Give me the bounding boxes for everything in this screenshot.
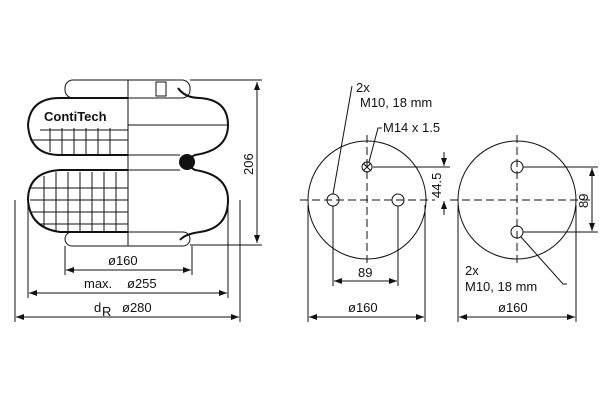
dr-label: d: [94, 300, 101, 315]
bellow-ribs: [30, 128, 128, 232]
max-diameter-dimension: ø255: [127, 276, 157, 291]
bolt-quantity: 2x: [356, 80, 370, 95]
diameter-dimension: ø160: [498, 300, 528, 315]
diameter-dimension: ø160: [348, 300, 378, 315]
upper-bellow-left: [26, 97, 128, 156]
bolt-spec: M10, 18 mm: [465, 279, 537, 294]
plate-diameter-dimension: ø160: [108, 253, 138, 268]
offset-dimension: 44.5: [429, 173, 444, 198]
spacing-dimension: 89: [358, 265, 372, 280]
dr-diameter-dimension: ø280: [122, 300, 152, 315]
bolt-spec: M10, 18 mm: [360, 95, 432, 110]
spacing-dimension: 89: [576, 194, 591, 208]
top-plate-view: 2x M10, 18 mm M14 x 1.5 44.5 89 ø160: [300, 80, 450, 322]
side-view: ContiTech 206 ø160 max. ø255 d R ø280: [14, 79, 262, 322]
height-dimension: 206: [241, 153, 256, 175]
dr-subscript: R: [102, 304, 111, 319]
max-diameter-prefix: max.: [84, 276, 112, 291]
contitech-logo: ContiTech: [44, 109, 107, 124]
air-fitting: [155, 81, 167, 97]
air-port-icon: [361, 161, 373, 173]
bolt-quantity: 2x: [465, 263, 479, 278]
bottom-plate-view: 89 2x M10, 18 mm ø160: [450, 135, 598, 322]
air-port-spec: M14 x 1.5: [383, 120, 440, 135]
lower-bellow-left: [26, 169, 128, 233]
girdle-ring: [179, 154, 195, 170]
